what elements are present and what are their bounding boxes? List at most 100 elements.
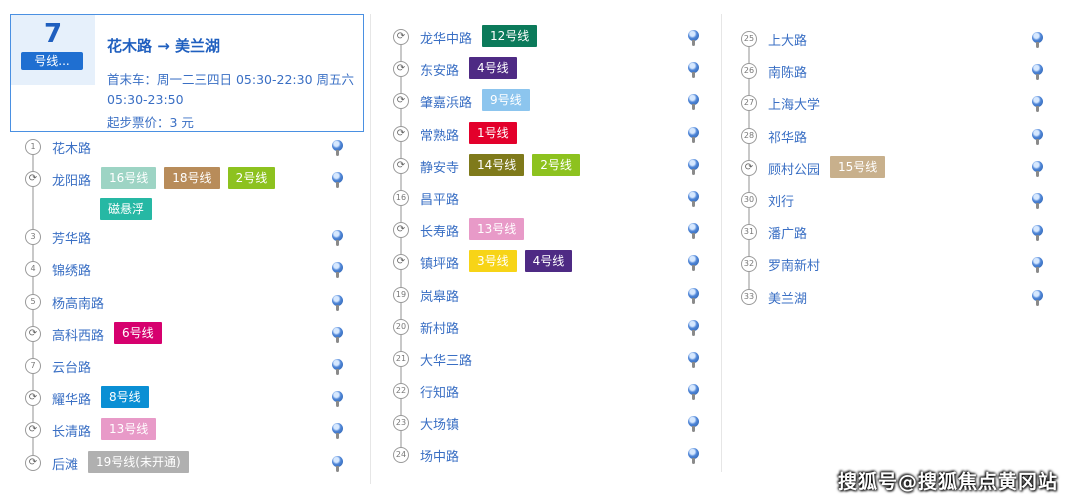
transfer-line-badge[interactable]: 13号线	[469, 218, 525, 241]
map-pin-icon[interactable]	[687, 190, 700, 208]
map-pin-icon[interactable]	[687, 94, 700, 111]
station-name[interactable]: 美兰湖	[768, 291, 808, 307]
station-name[interactable]: 刘行	[768, 194, 795, 210]
station-name[interactable]: 祁华路	[768, 130, 808, 146]
map-pin-icon[interactable]	[687, 287, 700, 305]
station-name[interactable]: 云台路	[52, 360, 92, 376]
station-name[interactable]: 常熟路	[420, 128, 460, 144]
station-name[interactable]: 静安寺	[420, 160, 460, 176]
station-name[interactable]: 上海大学	[768, 98, 821, 114]
station-name[interactable]: 潘广路	[768, 227, 808, 243]
station-name[interactable]: 行知路	[420, 386, 460, 402]
transfer-line-badge[interactable]: 4号线	[469, 57, 517, 80]
map-pin-icon[interactable]	[687, 223, 700, 240]
map-pin-icon[interactable]	[331, 230, 344, 247]
transfer-line-badge[interactable]: 18号线	[164, 167, 220, 190]
map-pin-icon[interactable]	[687, 319, 700, 337]
map-pin-icon[interactable]	[687, 126, 700, 144]
station-name[interactable]: 新村路	[420, 321, 460, 337]
transfer-line-badge[interactable]: 4号线	[524, 250, 573, 273]
station-name[interactable]: 岚皋路	[420, 289, 460, 305]
station-name[interactable]: 上大路	[768, 34, 808, 49]
map-pin-icon[interactable]	[687, 255, 700, 272]
map-pin-icon[interactable]	[687, 448, 700, 465]
station-name[interactable]: 昌平路	[420, 192, 460, 208]
line-name-badge[interactable]: 号线...	[21, 52, 83, 70]
station-name[interactable]: 罗南新村	[768, 259, 821, 275]
station-name[interactable]: 后滩	[52, 457, 79, 473]
transfer-line-badge[interactable]: 2号线	[532, 153, 580, 176]
transfer-line-badge[interactable]: 19号线(未开通)	[88, 450, 189, 473]
station-name[interactable]: 东安路	[420, 64, 460, 80]
transfer-line-badge[interactable]: 13号线	[101, 418, 157, 441]
station-name[interactable]: 芳华路	[52, 232, 92, 248]
map-pin-icon[interactable]	[331, 326, 344, 344]
transfer-line-badge[interactable]: 3号线	[469, 250, 517, 273]
map-pin-icon[interactable]	[1031, 64, 1044, 81]
map-pin-icon[interactable]	[331, 358, 344, 376]
transfer-line-badge[interactable]: 1号线	[469, 121, 517, 144]
map-pin-icon[interactable]	[1031, 128, 1044, 146]
map-pin-icon[interactable]	[687, 62, 700, 79]
station-name[interactable]: 大场镇	[420, 418, 460, 434]
map-pin-icon[interactable]	[331, 423, 344, 440]
map-pin-icon[interactable]	[1031, 160, 1044, 178]
transfer-line-badge[interactable]: 14号线	[469, 153, 525, 176]
station-name[interactable]: 龙阳路	[52, 174, 92, 190]
map-pin-icon[interactable]	[687, 158, 700, 176]
station-name[interactable]: 肇嘉浜路	[420, 96, 473, 112]
transfer-line-badge[interactable]: 16号线	[101, 167, 157, 190]
station-name[interactable]: 大华三路	[420, 353, 473, 369]
transfer-line-badge[interactable]: 9号线	[482, 89, 530, 112]
station-name[interactable]: 场中路	[420, 450, 460, 466]
station-name[interactable]: 杨高南路	[52, 296, 105, 312]
map-pin-icon[interactable]	[1031, 96, 1044, 113]
map-pin-icon[interactable]	[1031, 257, 1044, 274]
map-pin-icon[interactable]	[331, 262, 344, 279]
station-name[interactable]: 高科西路	[52, 328, 105, 344]
transfer-line-badge[interactable]: 12号线	[482, 25, 538, 47]
transfer-line-badge[interactable]: 15号线	[830, 155, 886, 178]
map-pin-icon[interactable]	[687, 30, 700, 47]
station-name[interactable]: 镇坪路	[420, 257, 460, 273]
map-pin-icon[interactable]	[331, 172, 344, 189]
station-name[interactable]: 南陈路	[768, 66, 808, 82]
map-pin-icon[interactable]	[1031, 32, 1044, 49]
map-pin-icon[interactable]	[687, 416, 700, 433]
map-pin-icon[interactable]	[331, 391, 344, 408]
map-pin-icon[interactable]	[687, 351, 700, 369]
transfer-line-badge[interactable]: 2号线	[227, 167, 276, 190]
transfer-line-badge[interactable]: 磁悬浮	[100, 198, 153, 221]
station-name[interactable]: 龙华中路	[420, 32, 473, 47]
map-pin-icon[interactable]	[331, 140, 344, 157]
